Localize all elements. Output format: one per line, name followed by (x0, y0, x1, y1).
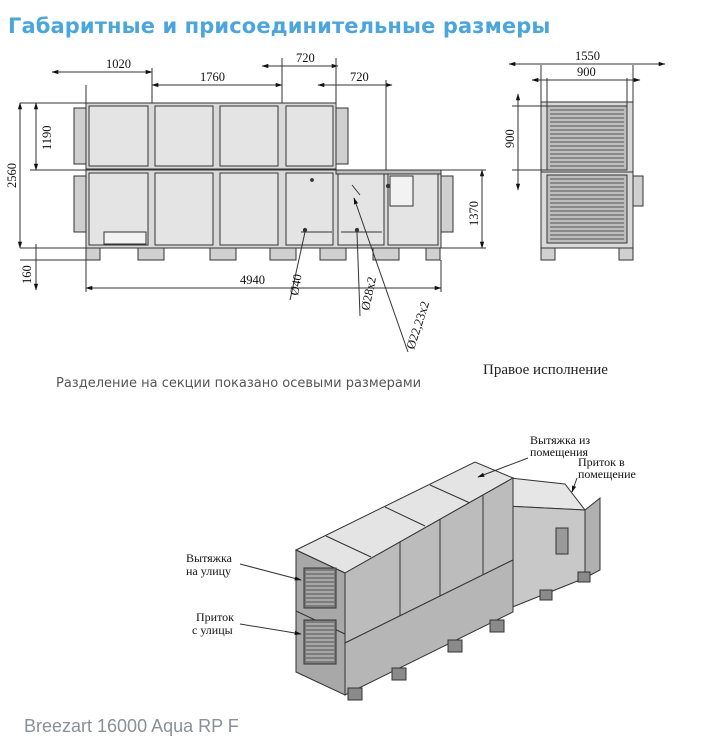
label-supply-room-line2: помещение (578, 467, 636, 481)
dim-720-b: 720 (350, 70, 369, 84)
dim-720-a: 720 (296, 51, 315, 65)
label-supply-street-line2: с улицы (192, 623, 233, 637)
dim-4940: 4940 (240, 273, 265, 287)
dim-1370: 1370 (467, 201, 481, 226)
dim-900-height: 900 (503, 129, 517, 148)
label-exhaust-street-line1: Вытяжка (186, 551, 233, 565)
label-exhaust-room-line1: Вытяжка из (530, 433, 590, 447)
side-view-caption: Правое исполнение (483, 362, 608, 378)
label-exhaust-street-line2: на улицу (186, 564, 231, 578)
dim-1190: 1190 (40, 125, 54, 150)
dim-1550: 1550 (575, 49, 600, 63)
dim-phi22: Ø22,23x2 (404, 299, 433, 351)
label-exhaust-room-line2: помещения (530, 445, 589, 459)
page-title: Габаритные и присоединительные размеры (8, 14, 551, 38)
label-supply-street-line1: Приток (196, 610, 234, 624)
front-view (17, 58, 486, 353)
dim-900-width: 900 (577, 65, 596, 79)
dim-1760: 1760 (200, 70, 225, 84)
model-name: Breezart 16000 Aqua RP F (24, 716, 239, 736)
iso-view (239, 457, 601, 701)
dim-2560: 2560 (5, 163, 19, 188)
dim-phi40: Ø40 (287, 273, 305, 297)
side-view (508, 61, 666, 261)
dim-phi28: Ø28x2 (358, 275, 379, 311)
sections-note: Разделение на секции показано осевыми ра… (56, 376, 422, 391)
dim-160: 160 (20, 265, 34, 284)
dim-1020: 1020 (106, 57, 131, 71)
label-supply-room-line1: Приток в (578, 455, 625, 469)
